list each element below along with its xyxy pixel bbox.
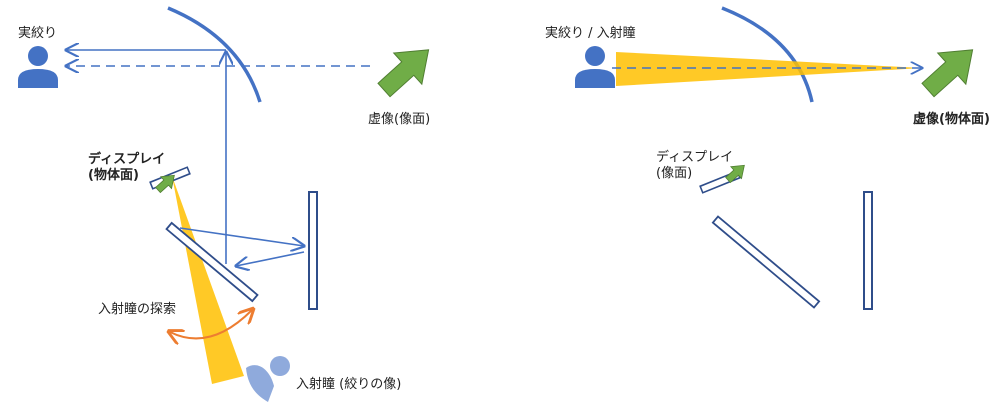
label-right-display-line1: ディスプレイ — [656, 150, 734, 165]
right-beam-splitter — [711, 215, 821, 309]
entrance-pupil-ghost-icon — [246, 356, 290, 402]
flat-mirror — [308, 191, 318, 310]
beam-splitter — [165, 221, 259, 303]
display-object-arrow-icon — [155, 174, 175, 194]
curved-mirror — [167, 6, 262, 103]
label-entrance-pupil: 入射瞳 (絞りの像) — [296, 377, 402, 392]
right-diagram — [575, 6, 974, 310]
ray-paths — [66, 50, 370, 266]
label-aperture-pupil: 実絞り / 入射瞳 — [545, 26, 636, 41]
aperture-pupil-person-icon — [575, 46, 615, 88]
right-flat-mirror — [863, 191, 873, 310]
label-display-line2: (物体面) — [88, 168, 139, 183]
virtual-image-arrow-icon — [377, 49, 430, 98]
left-diagram — [18, 6, 430, 402]
label-pupil-search: 入射瞳の探索 — [98, 302, 177, 317]
label-real-aperture: 実絞り — [18, 26, 58, 41]
label-virtual-object: 虚像(物体面) — [913, 112, 990, 127]
virtual-object-arrow-icon — [921, 49, 974, 98]
label-right-display-line2: (像面) — [656, 166, 693, 181]
pupil-search-arrow — [170, 310, 252, 338]
label-virtual-image: 虚像(像面) — [368, 112, 431, 127]
right-curved-mirror — [721, 6, 814, 103]
real-aperture-person-icon — [18, 46, 58, 88]
right-display-image-arrow-icon — [725, 164, 745, 184]
right-pupil-cone — [616, 52, 922, 86]
label-display-line1: ディスプレイ — [88, 152, 166, 167]
